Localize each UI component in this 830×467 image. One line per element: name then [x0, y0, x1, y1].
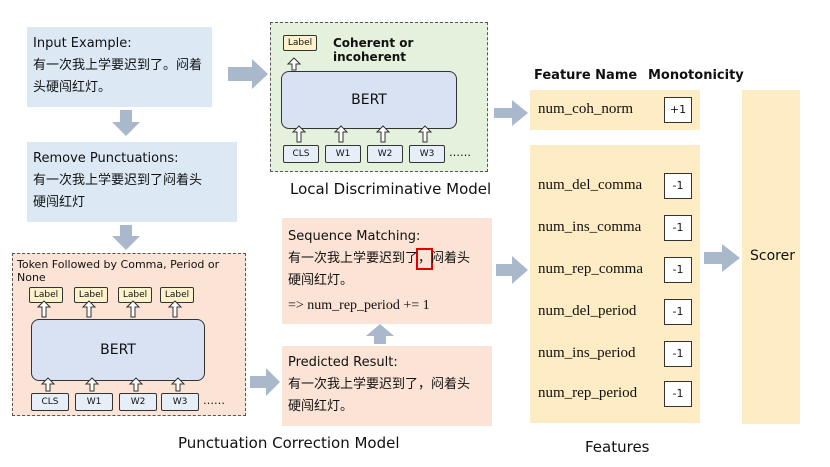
punct-bert-label: BERT: [100, 342, 136, 358]
punct-up-arrow-w1: [84, 377, 100, 392]
local-ellipsis: ……: [449, 146, 471, 159]
feature-mono-6: -1: [664, 381, 692, 407]
feature-mono-1: -1: [664, 173, 692, 199]
feature-mono-5: -1: [664, 341, 692, 367]
feature-mono-4: -1: [664, 299, 692, 325]
seq-rule: => num_rep_period += 1: [288, 298, 430, 313]
seq-line1: 有一次我上学要迟到了，闷着头: [288, 248, 492, 270]
local-bert-label: BERT: [351, 92, 387, 108]
local-model-caption: Local Discriminative Model: [290, 180, 492, 198]
input-example-heading: Input Example:: [33, 36, 132, 51]
punct-up-arrow-cls: [40, 377, 56, 392]
top-feature-box: num_coh_norm +1: [530, 90, 700, 130]
local-up-arrow-cls: [291, 125, 307, 143]
arrow-input-to-remove: [112, 110, 140, 136]
feature-name-3: num_rep_comma: [538, 261, 643, 277]
predicted-line2: 硬闯红灯。: [288, 399, 354, 414]
local-up-arrow-w3: [417, 125, 433, 143]
seq-line1-pre: 有一次我上学要迟到了: [288, 251, 419, 266]
punct-token-w3: W3: [161, 393, 199, 411]
local-label-desc: Coherent or incoherent: [333, 36, 414, 64]
local-token-w1: W1: [325, 145, 361, 163]
seq-heading: Sequence Matching:: [288, 229, 421, 244]
feature-name-6: num_rep_period: [538, 385, 638, 401]
arrow-model-to-predicted: [250, 368, 280, 396]
arrow-input-to-local: [228, 59, 268, 89]
punct-up-arrow-label4: [167, 300, 183, 318]
predicted-heading: Predicted Result:: [288, 355, 398, 370]
top-feature-name: num_coh_norm: [538, 101, 633, 117]
punct-up-arrow-label1: [36, 300, 52, 318]
feature-mono-3: -1: [664, 257, 692, 283]
arrow-features-to-scorer: [704, 244, 740, 272]
punct-up-arrow-w3: [170, 377, 186, 392]
local-token-w2: W2: [367, 145, 403, 163]
remove-punct-line1: 有一次我上学要迟到了闷着头: [33, 173, 203, 188]
punct-bert-block: BERT: [31, 319, 205, 381]
feature-mono-2: -1: [664, 215, 692, 241]
local-bert-block: BERT: [281, 71, 457, 129]
seq-highlight-mark: ，: [416, 248, 434, 270]
remove-punct-heading: Remove Punctuations:: [33, 151, 179, 166]
local-up-arrow-label: [286, 57, 302, 71]
punct-token-w1: W1: [75, 393, 113, 411]
features-caption: Features: [585, 438, 650, 456]
punct-token-cls: CLS: [31, 393, 69, 411]
input-example-line2: 头硬闯红灯。: [33, 80, 112, 95]
arrow-local-to-feature: [494, 100, 528, 126]
scorer-label: Scorer: [750, 248, 795, 264]
features-header-mono: Monotonicity: [648, 68, 744, 83]
input-example-box: Input Example: 有一次我上学要迟到了。闷着 头硬闯红灯。: [27, 27, 212, 107]
feature-name-2: num_ins_comma: [538, 219, 642, 235]
feature-name-5: num_ins_period: [538, 345, 636, 361]
local-label-chip: Label: [283, 35, 317, 51]
predicted-line1: 有一次我上学要迟到了，闷着头: [288, 377, 471, 392]
local-model-box: Label Coherent or incoherent BERT CLS W1…: [270, 22, 488, 172]
scorer-box: Scorer: [742, 90, 800, 424]
seq-line1-post: 闷着头: [431, 251, 471, 266]
predicted-result-box: Predicted Result: 有一次我上学要迟到了，闷着头 硬闯红灯。: [282, 346, 492, 426]
features-list-box: num_del_comma -1 num_ins_comma -1 num_re…: [530, 145, 700, 423]
feature-name-1: num_del_comma: [538, 177, 643, 193]
seq-line2: 硬闯红灯。: [288, 273, 354, 288]
remove-punctuations-box: Remove Punctuations: 有一次我上学要迟到了闷着头 硬闯红灯: [27, 142, 237, 222]
local-up-arrow-w2: [375, 125, 391, 143]
punct-up-arrow-label3: [125, 300, 141, 318]
local-token-w3: W3: [409, 145, 445, 163]
punct-model-header: Token Followed by Comma, Period or None: [17, 258, 220, 284]
arrow-seq-to-features: [496, 256, 528, 284]
remove-punct-line2: 硬闯红灯: [33, 195, 86, 210]
feature-name-4: num_del_period: [538, 303, 637, 319]
top-feature-mono: +1: [664, 97, 692, 123]
punct-up-arrow-label2: [81, 300, 97, 318]
local-up-arrow-w1: [333, 125, 349, 143]
features-header-name: Feature Name: [534, 68, 638, 83]
punct-up-arrow-w2: [128, 377, 144, 392]
sequence-matching-box: Sequence Matching: 有一次我上学要迟到了，闷着头 硬闯红灯。 …: [282, 218, 492, 324]
local-token-cls: CLS: [283, 145, 319, 163]
punctuation-model-box: Token Followed by Comma, Period or None …: [12, 253, 246, 416]
input-example-line1: 有一次我上学要迟到了。闷着: [33, 58, 203, 73]
arrow-remove-to-model: [112, 225, 140, 250]
punct-token-w2: W2: [119, 393, 157, 411]
punct-ellipsis: ……: [203, 394, 225, 407]
arrow-predicted-to-seq: [366, 324, 394, 344]
punctuation-model-caption: Punctuation Correction Model: [178, 434, 400, 452]
